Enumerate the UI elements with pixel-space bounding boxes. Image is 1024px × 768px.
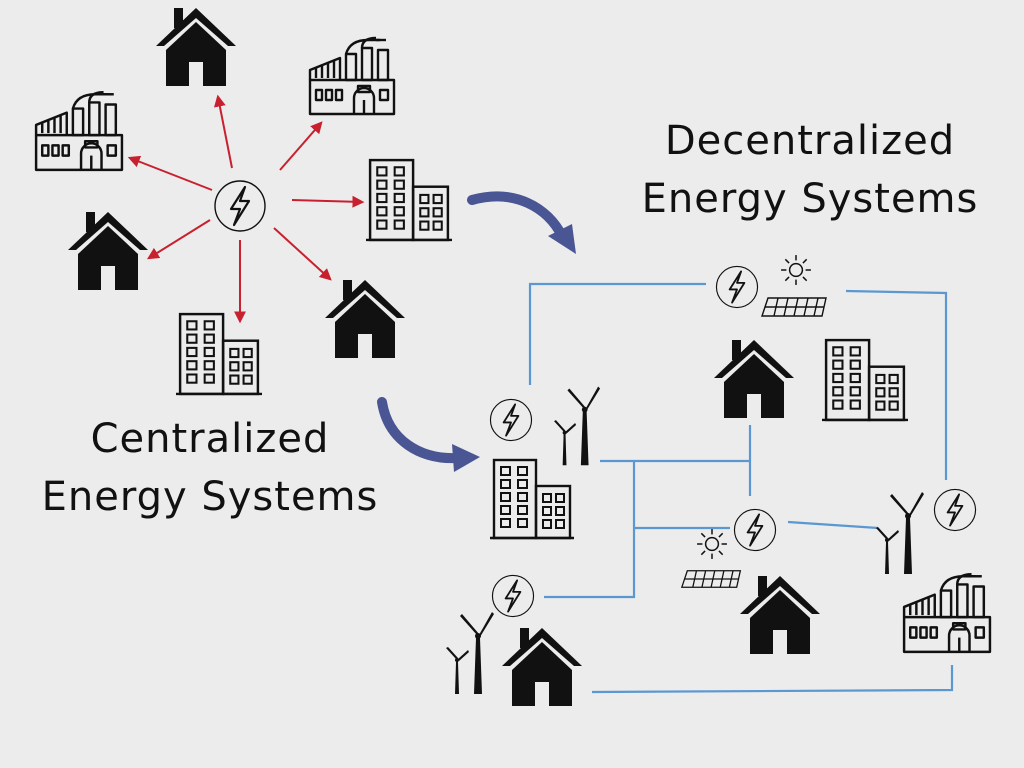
office-building-icon bbox=[490, 458, 574, 540]
centralized-title: Centralized Energy Systems bbox=[40, 410, 380, 526]
house-icon bbox=[68, 212, 148, 290]
house-icon bbox=[740, 576, 820, 654]
lightning-bolt-icon bbox=[715, 265, 759, 309]
decentralized-title-line2: Energy Systems bbox=[641, 176, 979, 222]
decentralized-system bbox=[446, 254, 992, 706]
decentralized-title: Decentralized Energy Systems bbox=[640, 112, 980, 228]
factory-icon bbox=[308, 36, 396, 116]
wind-turbine-icon bbox=[876, 492, 924, 574]
house-icon bbox=[714, 340, 794, 418]
lightning-bolt-icon bbox=[733, 508, 777, 552]
office-building-icon bbox=[176, 312, 262, 396]
central-power-plant-lightning-icon bbox=[213, 179, 267, 233]
factory-icon bbox=[902, 572, 992, 654]
wind-turbine-icon bbox=[554, 386, 601, 466]
sun-icon bbox=[696, 528, 728, 560]
house-icon bbox=[325, 280, 405, 358]
house-icon bbox=[156, 8, 236, 86]
centralized-title-line1: Centralized bbox=[90, 416, 330, 462]
wind-turbine-icon bbox=[446, 612, 494, 694]
lightning-bolt-icon bbox=[933, 488, 977, 532]
transition-arrow-bottom bbox=[377, 397, 463, 464]
house-icon bbox=[502, 628, 582, 706]
lightning-bolt-icon bbox=[489, 398, 533, 442]
decentralized-grid-lines bbox=[528, 282, 954, 694]
transition-arrow-top bbox=[467, 191, 567, 241]
solar-panel-icon bbox=[681, 570, 742, 588]
lightning-bolt-icon bbox=[491, 574, 535, 618]
transition-arrows bbox=[377, 191, 576, 472]
factory-icon bbox=[34, 90, 124, 172]
central-red-arrows bbox=[127, 94, 365, 324]
office-building-icon bbox=[822, 338, 908, 422]
solar-panel-icon bbox=[761, 297, 827, 317]
decentralized-title-line1: Decentralized bbox=[664, 118, 956, 164]
centralized-system bbox=[34, 8, 452, 396]
sun-icon bbox=[780, 254, 812, 286]
centralized-title-line2: Energy Systems bbox=[41, 474, 379, 520]
office-building-icon bbox=[366, 158, 452, 242]
